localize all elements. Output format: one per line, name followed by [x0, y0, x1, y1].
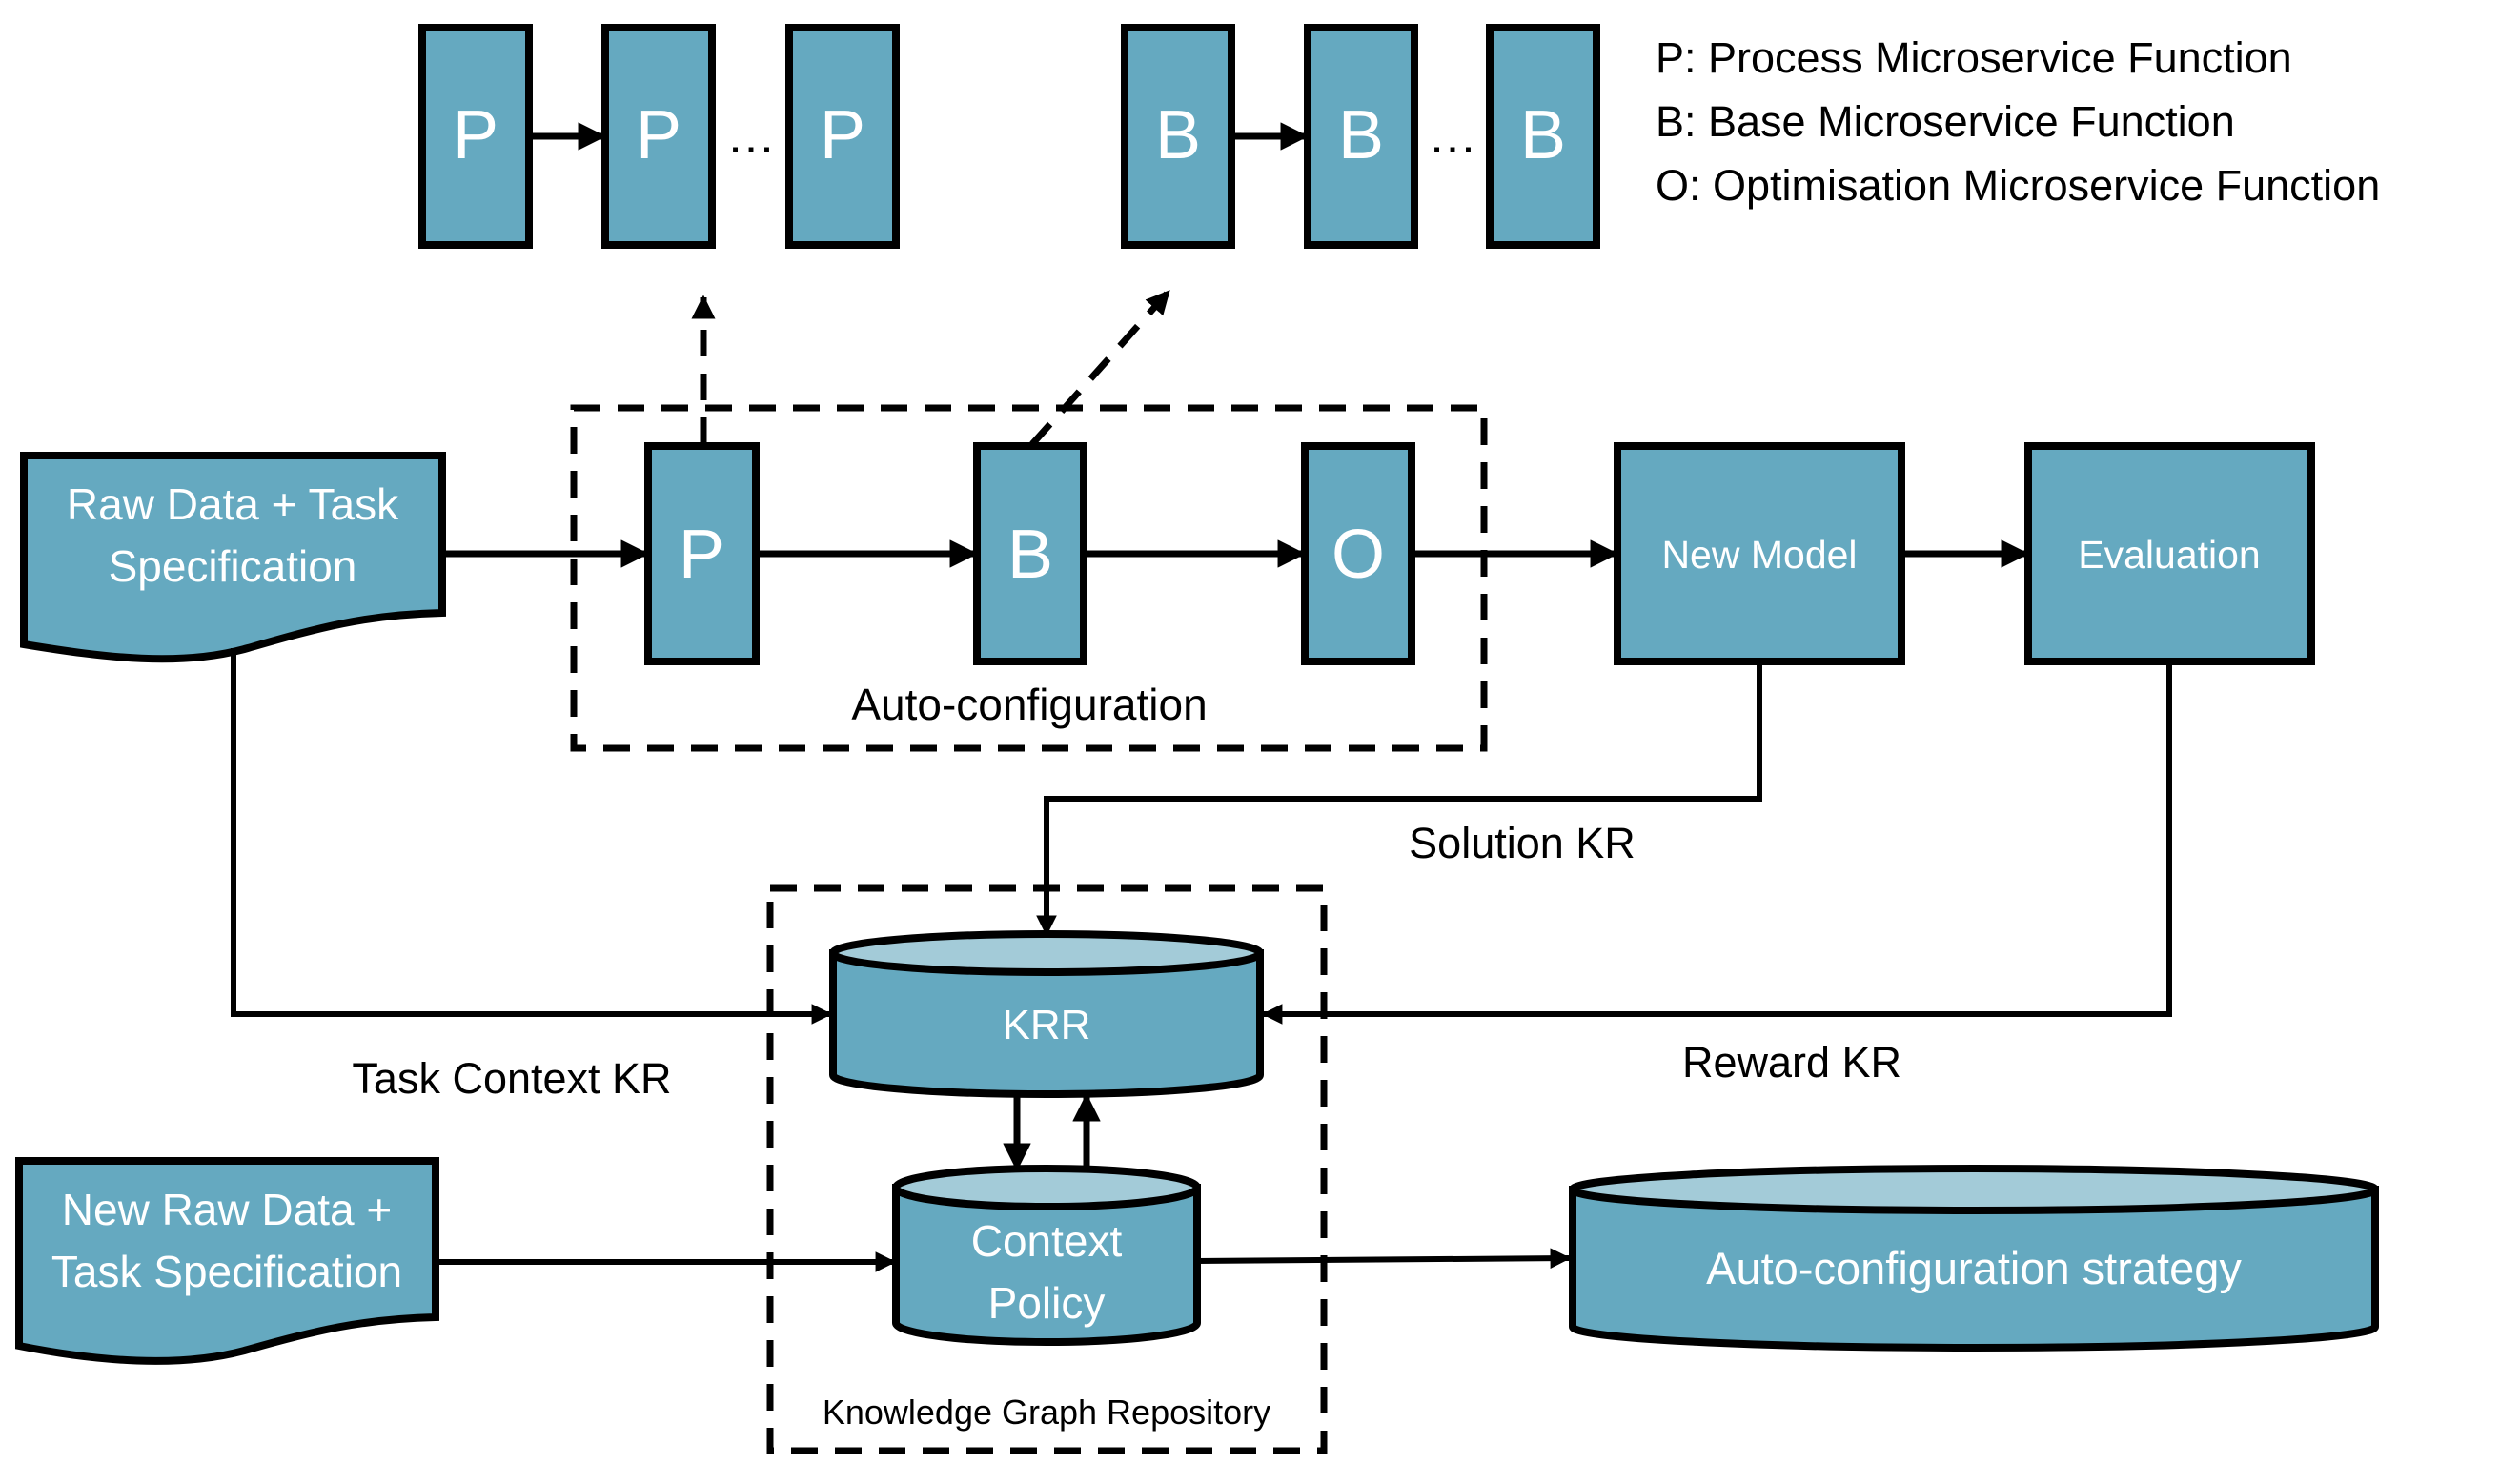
base-chain: B B … B [1121, 24, 1600, 249]
process-node[interactable] [418, 24, 533, 249]
raw-data-label-line2: Specification [109, 541, 357, 591]
knowledge-graph-repository-label: Knowledge Graph Repository [823, 1393, 1270, 1432]
auto-configuration-group [570, 404, 1488, 752]
base-node-label: B [1520, 97, 1566, 173]
auto-config-base-node[interactable] [973, 442, 1087, 665]
knowledge-graph-repository-group [766, 884, 1328, 1454]
new-model-label: New Model [1661, 533, 1857, 577]
base-node[interactable] [1304, 24, 1418, 249]
process-chain: P P … P [418, 24, 900, 249]
evaluation-node[interactable] [2024, 442, 2315, 665]
policy-to-strategy-arrow [1196, 1248, 1572, 1269]
legend-item-base: B: Base Microservice Function [1656, 97, 2235, 146]
krr-label: KRR [1003, 1002, 1091, 1048]
chain-ellipsis: … [726, 109, 776, 164]
auto-config-process-node[interactable] [644, 442, 760, 665]
base-node-label: B [1338, 97, 1384, 173]
auto-config-base-label: B [1007, 517, 1053, 593]
evaluation-label: Evaluation [2078, 533, 2260, 577]
raw-data-label-line1: Raw Data + Task [67, 479, 399, 529]
process-node-label: P [820, 97, 865, 173]
krr-cylinder[interactable] [829, 930, 1264, 1098]
task-context-kr-label: Task Context KR [352, 1054, 671, 1103]
base-node-label: B [1155, 97, 1201, 173]
chain-ellipsis: … [1428, 109, 1477, 164]
legend-item-process: P: Process Microservice Function [1656, 33, 2292, 82]
context-policy-label-line1: Context [971, 1216, 1123, 1266]
process-node[interactable] [785, 24, 900, 249]
reward-kr-edge [1261, 661, 2172, 1025]
expand-base-arrow [1029, 289, 1171, 447]
task-context-kr-edge [231, 648, 833, 1025]
context-policy-cylinder[interactable] [892, 1165, 1201, 1346]
context-policy-label-line2: Policy [988, 1278, 1106, 1328]
solution-kr-edge [1036, 661, 1762, 937]
auto-config-process-label: P [679, 517, 724, 593]
legend-item-optimisation: O: Optimisation Microservice Function [1656, 161, 2380, 210]
process-node-label: P [636, 97, 681, 173]
new-raw-data-label-line2: Task Specification [51, 1247, 402, 1296]
auto-configuration-strategy-cylinder[interactable] [1569, 1165, 2379, 1352]
auto-configuration-strategy-label: Auto-configuration strategy [1706, 1243, 2242, 1293]
new-raw-data-document[interactable] [15, 1157, 439, 1365]
reward-kr-label: Reward KR [1682, 1038, 1901, 1087]
raw-data-document[interactable] [20, 452, 446, 663]
auto-configuration-label: Auto-configuration [851, 680, 1207, 729]
solution-kr-label: Solution KR [1409, 819, 1636, 867]
process-node[interactable] [601, 24, 716, 249]
legend: P: Process Microservice Function B: Base… [1656, 33, 2380, 210]
base-node[interactable] [1486, 24, 1600, 249]
new-raw-data-label-line1: New Raw Data + [62, 1185, 392, 1234]
process-node-label: P [453, 97, 498, 173]
auto-config-optimisation-label: O [1331, 517, 1385, 593]
